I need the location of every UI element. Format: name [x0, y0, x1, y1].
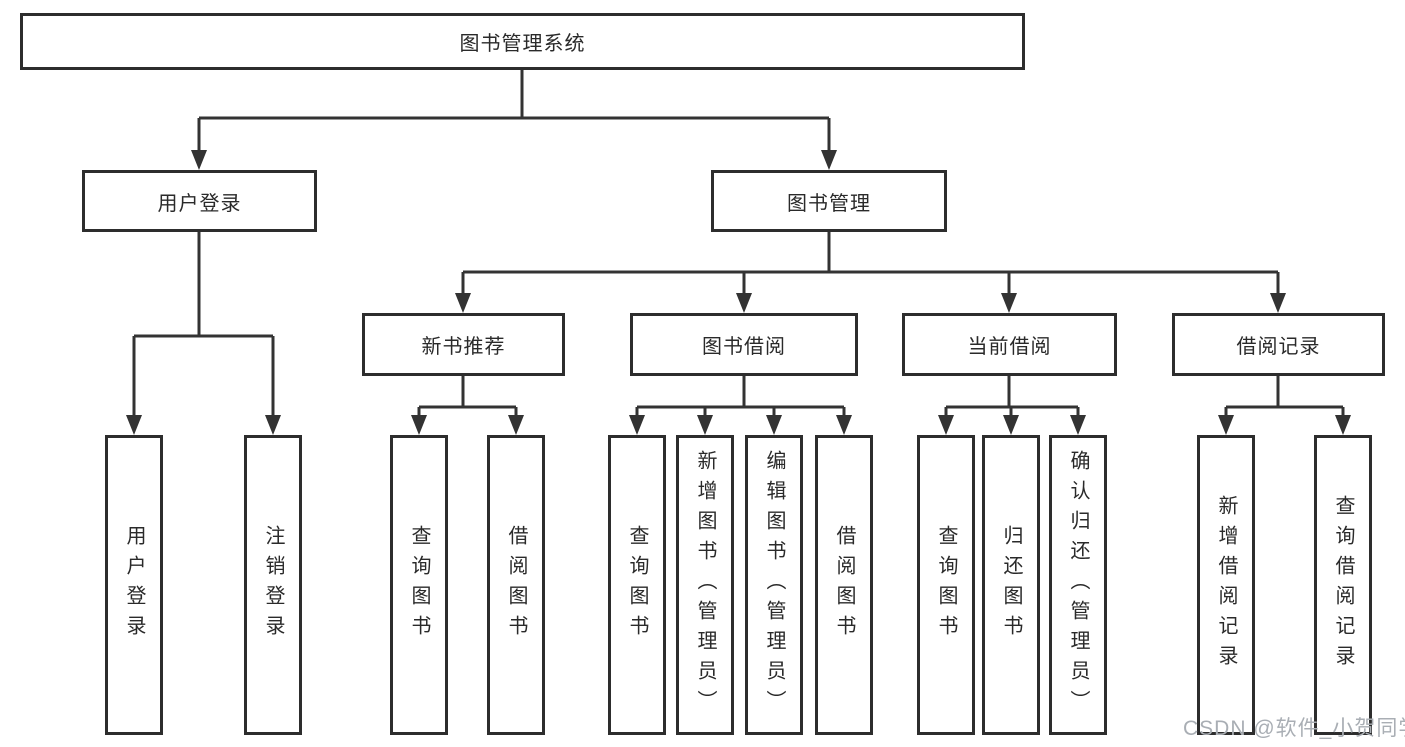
- node-book-borrowing: 图书借阅: [630, 313, 858, 376]
- arrowhead-icons: [126, 150, 1351, 435]
- leaf-label: 查询图书: [408, 525, 430, 645]
- leaf-logout: 注销登录: [244, 435, 302, 735]
- watermark: CSDN @软件_小贺同学: [1183, 717, 1405, 740]
- node-root-system: 图书管理系统: [20, 13, 1025, 70]
- leaf-current-confirm-return: 确认归还（管理员）: [1049, 435, 1107, 735]
- node-new-book-recommend: 新书推荐: [362, 313, 565, 376]
- node-current-borrowing: 当前借阅: [902, 313, 1117, 376]
- leaf-label: 归还图书: [1000, 525, 1022, 645]
- leaf-label: 注销登录: [262, 525, 284, 645]
- leaf-borrowing-add-book: 新增图书（管理员）: [676, 435, 734, 735]
- leaf-label: 查询图书: [626, 525, 648, 645]
- leaf-label: 查询图书: [935, 525, 957, 645]
- leaf-label: 确认归还（管理员）: [1067, 450, 1089, 720]
- leaf-recommend-borrow-book: 借阅图书: [487, 435, 545, 735]
- leaf-records-query-record: 查询借阅记录: [1314, 435, 1372, 735]
- leaf-label: 编辑图书（管理员）: [763, 450, 785, 720]
- leaf-recommend-query-book: 查询图书: [390, 435, 448, 735]
- leaf-label: 借阅图书: [833, 525, 855, 645]
- node-book-management: 图书管理: [711, 170, 947, 232]
- leaf-user-login: 用户登录: [105, 435, 163, 735]
- leaf-label: 用户登录: [123, 525, 145, 645]
- leaf-borrowing-query-book: 查询图书: [608, 435, 666, 735]
- leaf-label: 借阅图书: [505, 525, 527, 645]
- leaf-label: 新增图书（管理员）: [694, 450, 716, 720]
- leaf-borrowing-borrow-book: 借阅图书: [815, 435, 873, 735]
- node-borrowing-records: 借阅记录: [1172, 313, 1385, 376]
- leaf-current-return-book: 归还图书: [982, 435, 1040, 735]
- leaf-label: 查询借阅记录: [1332, 495, 1354, 675]
- leaf-borrowing-edit-book: 编辑图书（管理员）: [745, 435, 803, 735]
- leaf-label: 新增借阅记录: [1215, 495, 1237, 675]
- leaf-records-add-record: 新增借阅记录: [1197, 435, 1255, 735]
- node-user-login-group: 用户登录: [82, 170, 317, 232]
- leaf-current-query-book: 查询图书: [917, 435, 975, 735]
